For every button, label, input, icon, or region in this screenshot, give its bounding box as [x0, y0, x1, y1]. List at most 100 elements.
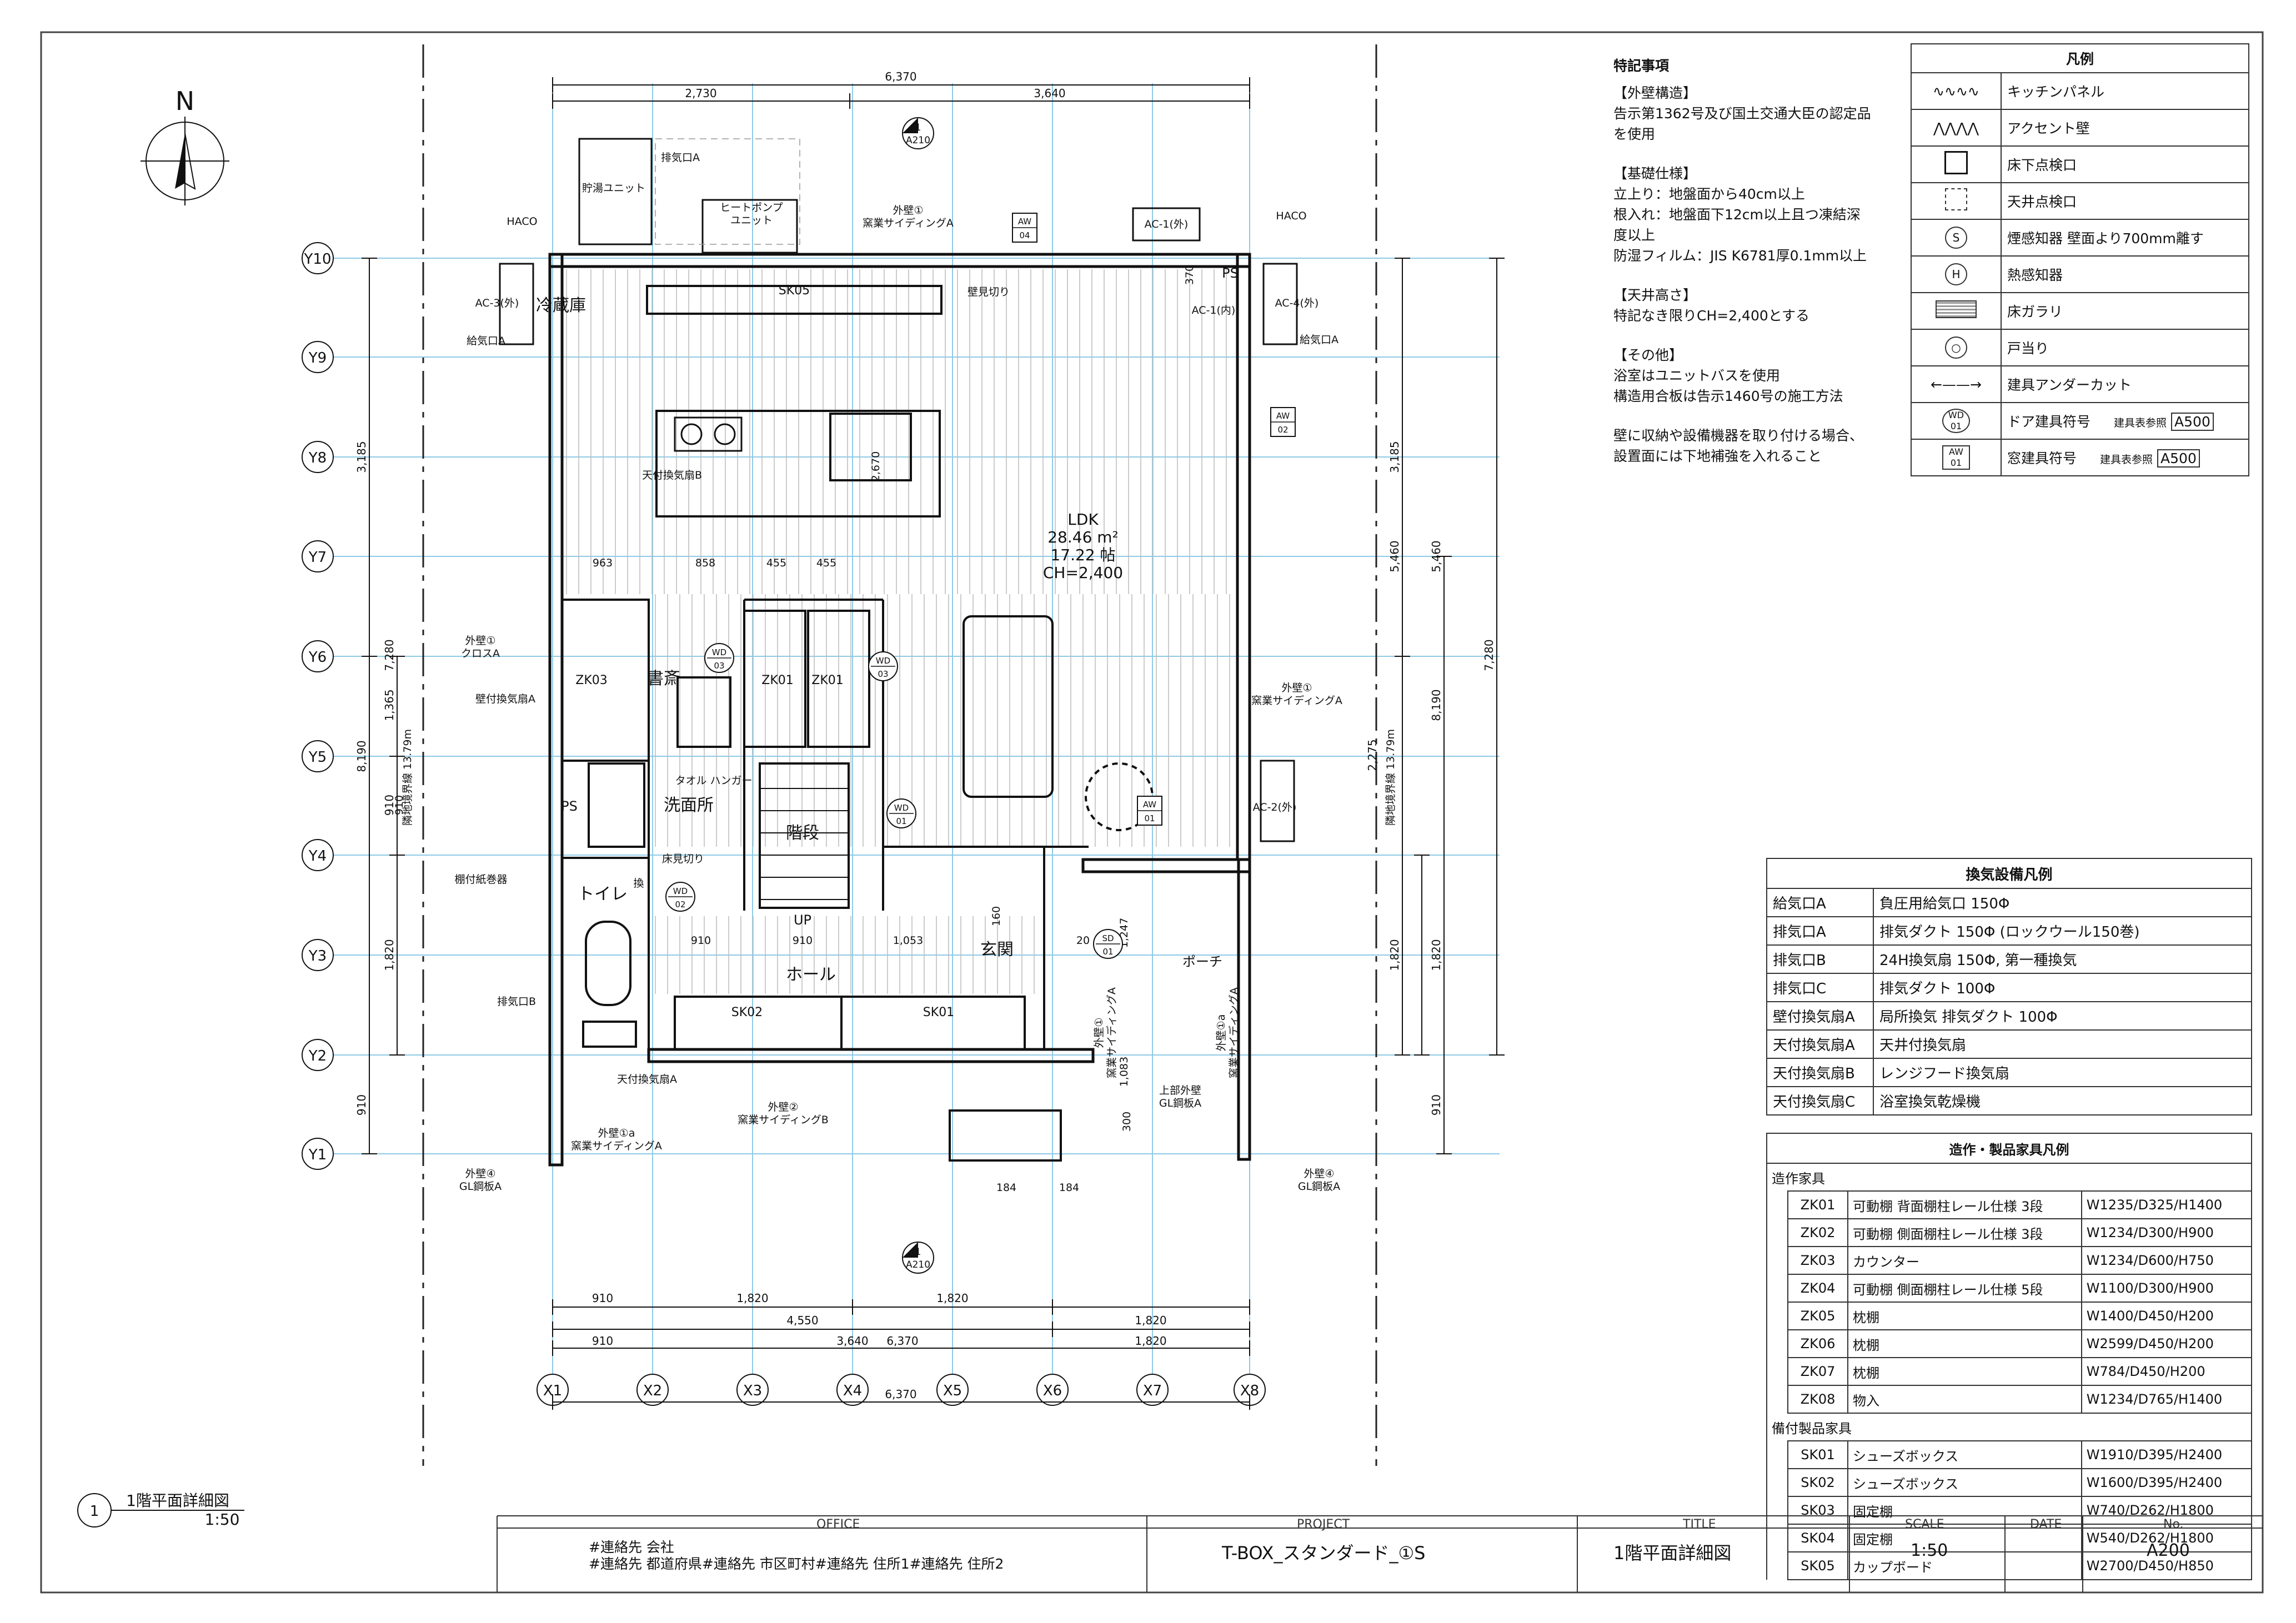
caption-number: 1: [90, 1503, 99, 1520]
note-line: 【外壁構造】: [1613, 85, 1697, 101]
grid-row-bubble: [302, 839, 334, 871]
furniture-size: W1400/D450/H200: [2081, 1302, 2253, 1330]
window-tag-bottom: 01: [1144, 813, 1155, 823]
section-mark-num: 1: [915, 122, 921, 133]
door-tag-bottom: 03: [878, 669, 888, 679]
north-label: N: [176, 86, 194, 116]
legend-label: 天井点検口: [2001, 182, 2249, 220]
interior-dimension: 1,053: [893, 934, 923, 947]
grid-row-bubble: [302, 939, 334, 971]
dim-bottom: 1,820: [1135, 1314, 1166, 1327]
plan-annotation: AC-3(外): [475, 297, 519, 309]
window-tag-top: AW: [1143, 800, 1156, 810]
vent-desc: レンジフード換気扇: [1873, 1058, 2252, 1087]
note-line: 立上り：地盤面から40cm以上: [1613, 186, 1805, 202]
grid-row-label: Y3: [308, 948, 327, 964]
plan-annotation: AC-1(外): [1145, 218, 1189, 230]
floor-grille-icon: [1911, 292, 2002, 330]
special-notes: 特記事項 【外壁構造】告示第1362号及び国土交通大臣の認定品を使用【基礎仕様】…: [1613, 56, 1908, 466]
plan-annotation: AC-4(外): [1275, 297, 1319, 309]
furniture-size: W1235/D325/H1400: [2081, 1190, 2253, 1219]
dim-right: 1,820: [1388, 939, 1401, 971]
grid-row-bubble: [302, 242, 334, 274]
vent-desc: 局所換気 排気ダクト 100Φ: [1873, 1001, 2252, 1031]
furniture-size: W1600/D395/H2400: [2081, 1468, 2253, 1497]
legend-label: 熱感知器: [2001, 255, 2249, 293]
grid-col-bubble: [1036, 1374, 1069, 1406]
note-line: [1613, 266, 1908, 285]
grid-row-label: Y1: [308, 1147, 327, 1163]
room-ldk-text: 28.46 m²: [1047, 528, 1119, 546]
room-label: PS: [1222, 265, 1239, 281]
door-tag-top: WD: [894, 803, 909, 813]
interior-dimension: 184: [1059, 1182, 1079, 1194]
room-label: ポーチ: [1182, 954, 1222, 969]
furniture-desc: 物入: [1847, 1385, 2082, 1414]
furniture-size: W1234/D765/H1400: [2081, 1385, 2253, 1414]
furniture-size: W740/D262/H1800: [2081, 1496, 2253, 1525]
vent-code: 天付換気扇C: [1766, 1086, 1874, 1116]
interior-dimension: 370: [1184, 265, 1196, 285]
tb-no-header: No.: [2163, 1518, 2184, 1531]
note-line: 浴室はユニットバスを使用: [1613, 368, 1781, 384]
furniture-code: ZK01: [1787, 1190, 1848, 1219]
tb-scale: 1:50: [1911, 1541, 1948, 1560]
grid-row-bubble: [302, 540, 334, 572]
plan-annotation: 給気口A: [467, 335, 505, 347]
furniture-desc: シューズボックス: [1847, 1468, 2082, 1497]
notes-title: 特記事項: [1613, 58, 1670, 74]
door-tag-top: WD: [673, 886, 688, 896]
grid-row-label: Y2: [308, 1048, 327, 1064]
stair-steps: [760, 788, 849, 900]
door-tag-top: WD: [712, 647, 726, 657]
furniture-size: W2599/D450/H200: [2081, 1329, 2253, 1358]
dim-bottom: 910: [592, 1292, 613, 1305]
note-line: 根入れ：地盤面下12cm以上且つ凍結深: [1613, 207, 1861, 223]
interior-dimension: 963: [593, 557, 613, 569]
grid-row-bubble: [302, 740, 334, 772]
plan-annotation: 給気口A: [1300, 334, 1339, 346]
note-line: 構造用合板は告示1460号の施工方法: [1613, 388, 1843, 404]
dim-bottom: 1,820: [936, 1292, 968, 1305]
furniture-desc: 固定棚: [1847, 1496, 2082, 1525]
furniture-desc: 可動棚 背面棚柱レール仕様 3段: [1847, 1190, 2082, 1219]
vent-desc: 24H換気扇 150Φ, 第一種換気: [1873, 944, 2252, 974]
vent-code: 給気口A: [1766, 888, 1874, 917]
cooktop: [674, 416, 743, 452]
furniture-title: 造作・製品家具凡例: [1766, 1133, 2252, 1164]
section-mark-sheet: A210: [906, 1259, 930, 1270]
wave-icon: ∿∿∿∿: [1911, 72, 2002, 110]
dim-left: 3,185: [355, 441, 368, 473]
note-line: 度以上: [1613, 227, 1656, 243]
furniture-tag: SK05: [779, 284, 810, 298]
interior-dimension: 300: [1121, 1112, 1133, 1132]
note-line: [1613, 326, 1908, 345]
note-line: 【天井高さ】: [1613, 287, 1697, 303]
dim-left: 910: [355, 1094, 368, 1116]
legend-label: 床ガラリ: [2001, 292, 2249, 330]
room-label: UP: [794, 912, 811, 928]
plan-annotation: 天付換気扇A: [617, 1073, 677, 1086]
furniture-code: SK04: [1787, 1524, 1848, 1552]
dim-right: 3,185: [1388, 441, 1401, 473]
furniture-size: W784/D450/H200: [2081, 1357, 2253, 1386]
grid-col-bubble: [636, 1374, 669, 1406]
room-label: ホール: [786, 965, 836, 984]
furniture-code: ZK08: [1787, 1385, 1848, 1414]
furniture-size: W1234/D600/H750: [2081, 1246, 2253, 1275]
dim-bottom: 6,370: [885, 1388, 916, 1401]
furniture-code: SK03: [1787, 1496, 1848, 1525]
dim-right: 5,460: [1388, 540, 1401, 572]
